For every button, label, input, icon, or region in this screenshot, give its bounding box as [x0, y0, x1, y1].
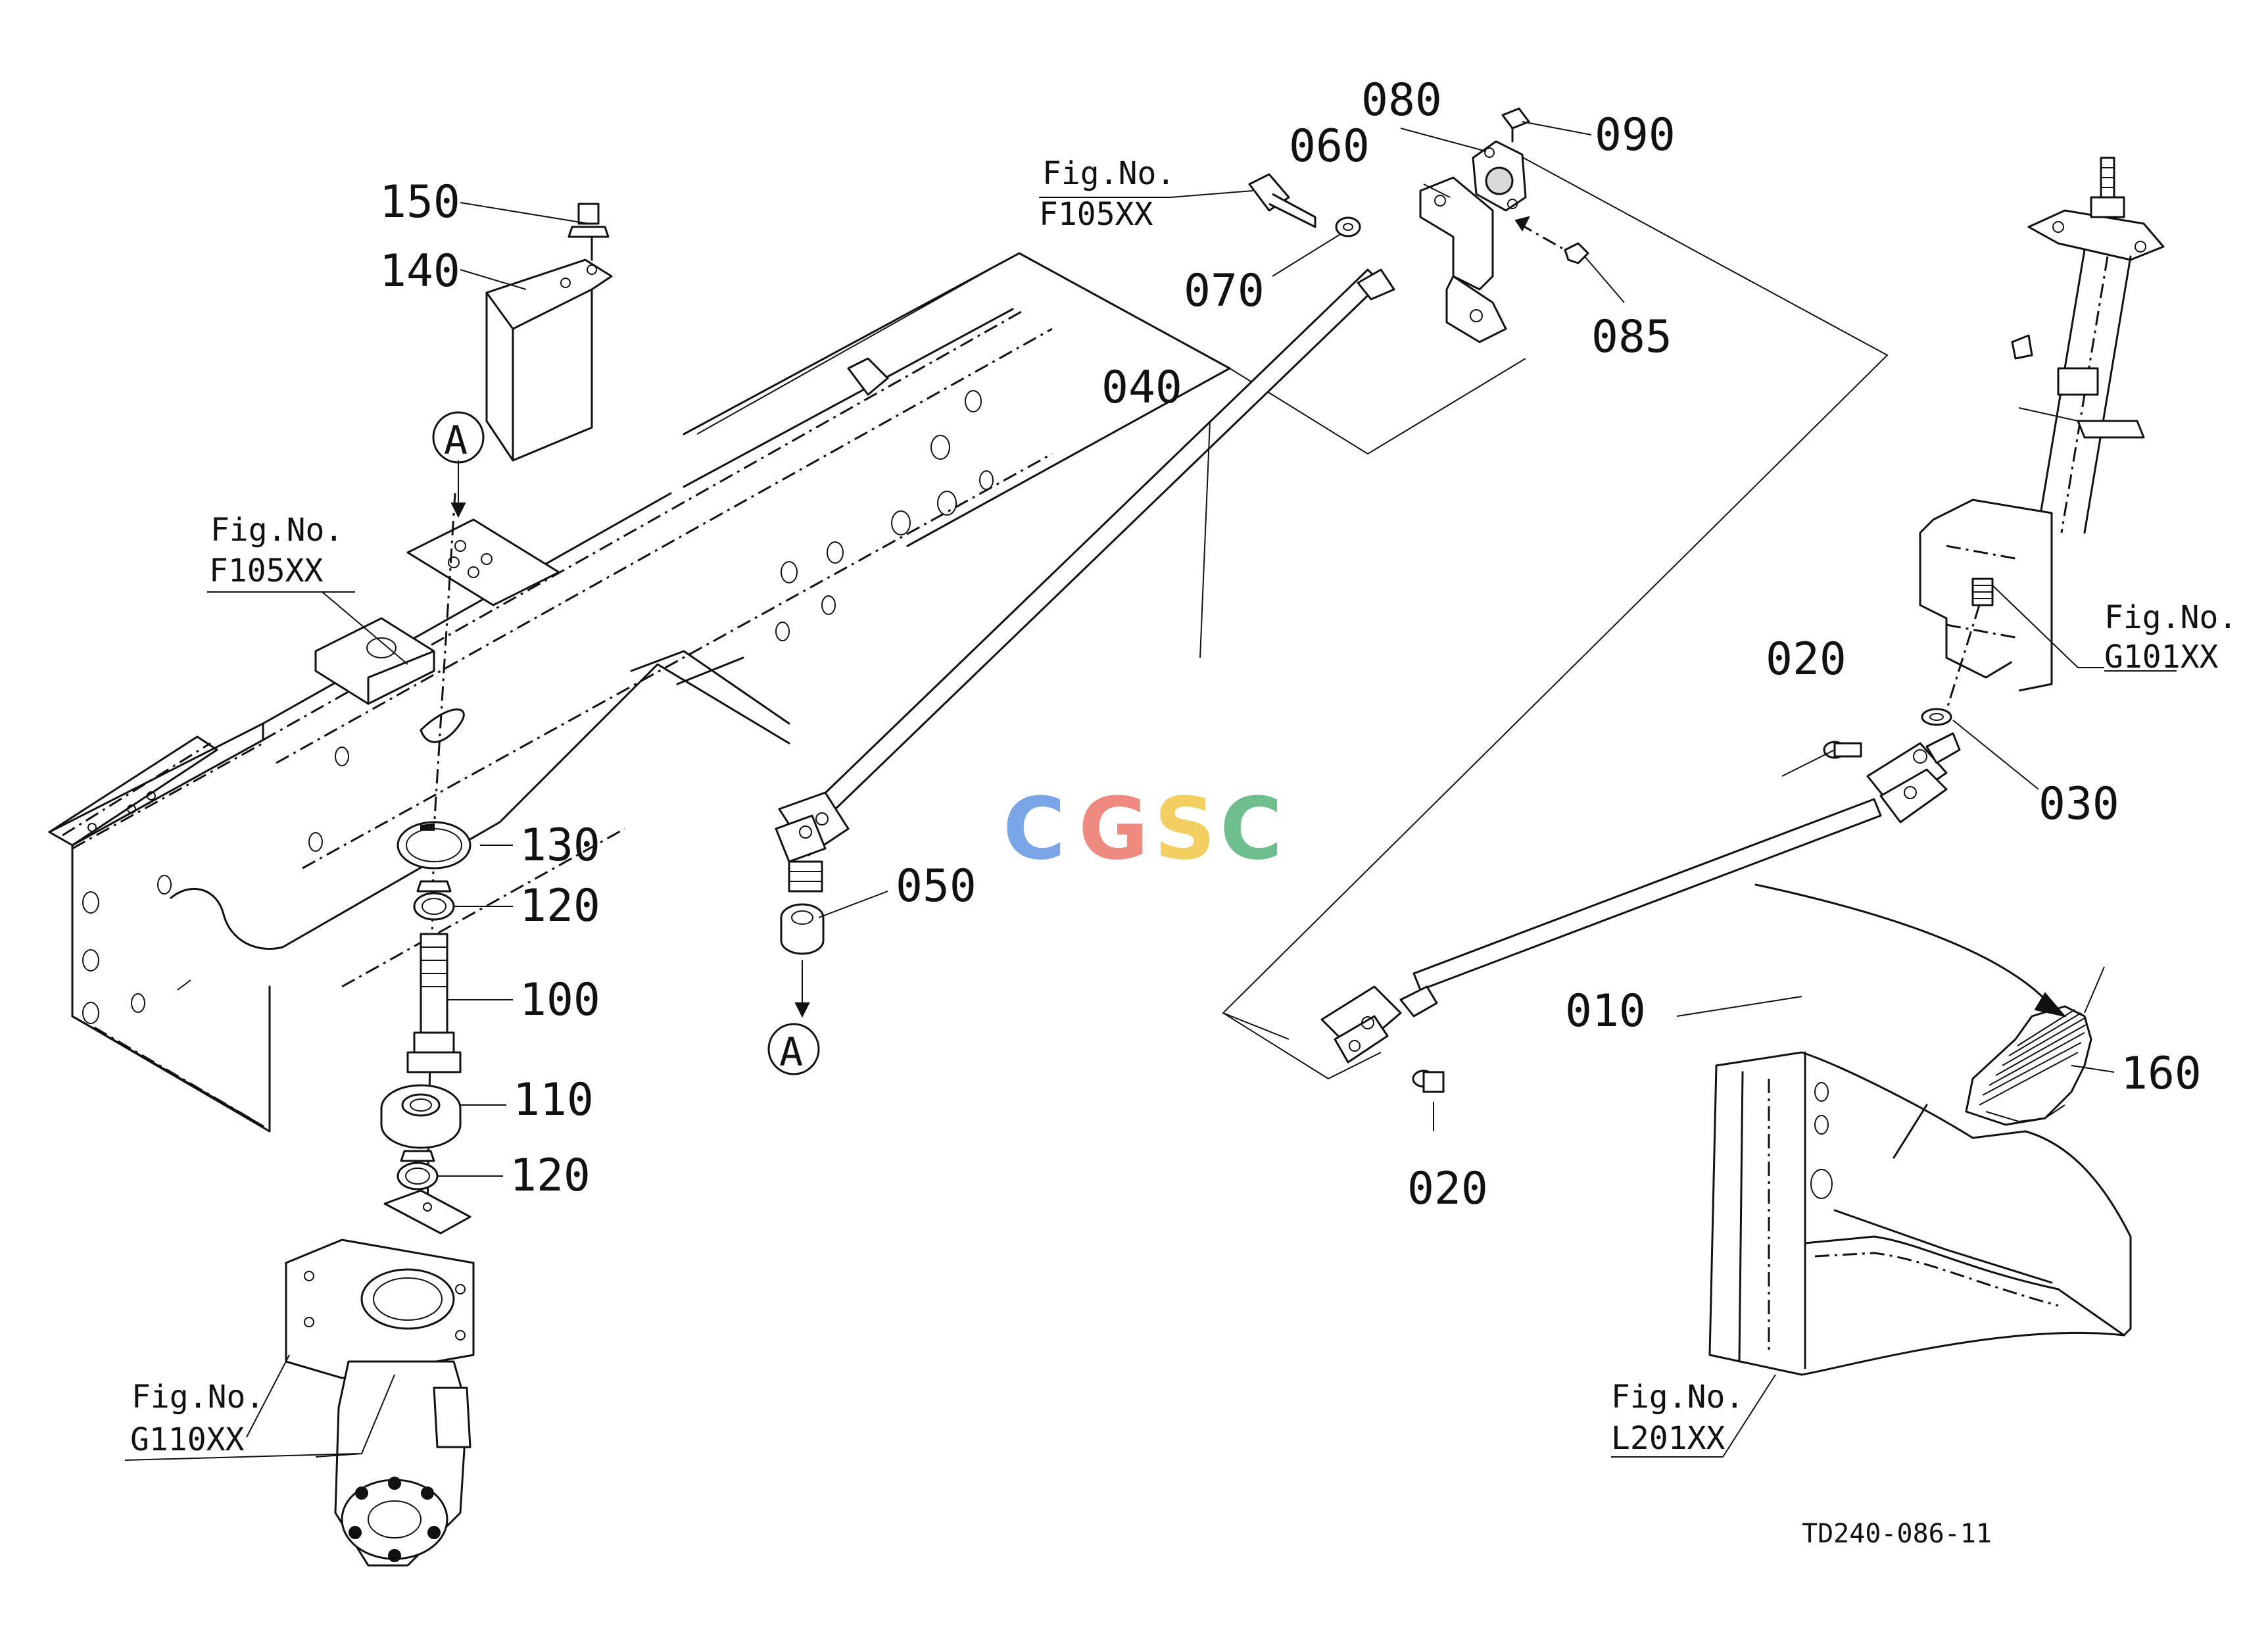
steering-column [1919, 157, 2165, 711]
part-number-085: 085 [1591, 311, 1672, 363]
part-number-100: 100 [519, 974, 600, 1026]
part-number-140: 140 [379, 245, 460, 297]
drawing-code: TD240-086-11 [1802, 1519, 1992, 1549]
part-030-washer [1921, 708, 1952, 726]
chassis-frame [48, 252, 1231, 1133]
svg-text:A: A [779, 1029, 803, 1075]
fig-ref-bottom-right-code: L201XX [1611, 1420, 1725, 1457]
part-number-020-upper: 020 [1766, 633, 1846, 685]
marker-a-bottom: A [767, 1023, 820, 1075]
assembly-arrow [1754, 883, 2053, 1008]
detail-outline-top [1222, 144, 1889, 1079]
part-number-160: 160 [2121, 1048, 2202, 1100]
part-120-bottom-ring [397, 1150, 439, 1191]
watermark-letter-2: G [1078, 779, 1149, 879]
part-number-040: 040 [1101, 362, 1182, 414]
part-number-130: 130 [519, 820, 600, 872]
part-160-dust-boot [1965, 966, 2105, 1126]
fig-ref-left-code: F105XX [209, 553, 323, 589]
upper-mount-group [1248, 107, 1589, 343]
fig-ref-top-code: F105XX [1039, 196, 1153, 233]
part-150-bolt [567, 203, 610, 261]
part-number-050: 050 [896, 860, 977, 912]
part-number-020-lower: 020 [1407, 1163, 1488, 1215]
part-130-snap-ring [397, 821, 471, 870]
watermark-letter-3: S [1154, 779, 1216, 879]
part-020-screw-upper [1823, 741, 1862, 759]
fig-ref-bottom-left-label: Fig.No. [132, 1379, 264, 1415]
part-120-top-ring [413, 880, 455, 921]
part-number-010: 010 [1565, 985, 1646, 1037]
part-020-screw-lower [1412, 1069, 1445, 1093]
marker-a-top: A [432, 411, 485, 464]
left-shaft-stack [380, 493, 471, 1211]
part-number-080: 080 [1361, 74, 1442, 126]
cgsc-watermark: C G S C [1003, 779, 1282, 879]
part-number-030: 030 [2039, 778, 2119, 830]
svg-text:A: A [444, 418, 468, 464]
fig-ref-right-label: Fig.No. [2104, 599, 2237, 636]
part-040-intermediate-shaft [775, 268, 1395, 893]
floor-panel [1708, 1051, 2132, 1376]
part-number-060: 060 [1289, 120, 1370, 172]
fig-ref-bottom-left-code: G110XX [130, 1421, 244, 1458]
steering-gearbox [285, 1189, 475, 1567]
part-140-bracket [485, 258, 613, 462]
part-number-110: 110 [513, 1074, 594, 1126]
part-number-120-bottom: 120 [510, 1150, 591, 1202]
part-110-bearing [380, 1084, 462, 1149]
part-number-090: 090 [1595, 109, 1676, 161]
fig-ref-top-label: Fig.No. [1042, 155, 1175, 192]
fig-ref-right-code: G101XX [2104, 639, 2218, 676]
part-labels: 150 140 130 120 100 110 120 040 050 060 … [379, 74, 2202, 1215]
part-number-070: 070 [1184, 265, 1265, 317]
figure-references: Fig.No. F105XX Fig.No. F105XX Fig.No. G1… [130, 155, 2237, 1458]
fig-ref-bottom-right-label: Fig.No. [1611, 1379, 1744, 1415]
watermark-letter-4: C [1220, 779, 1282, 879]
fig-ref-left-label: Fig.No. [210, 512, 343, 549]
part-number-120-top: 120 [519, 880, 600, 932]
part-100-splined-shaft [406, 933, 462, 1073]
part-010-lower-shaft [1320, 732, 1961, 1064]
part-number-150: 150 [379, 176, 460, 228]
watermark-letter-1: C [1003, 779, 1065, 879]
part-050-coupling [780, 903, 825, 1018]
leader-lines [124, 121, 2177, 1461]
